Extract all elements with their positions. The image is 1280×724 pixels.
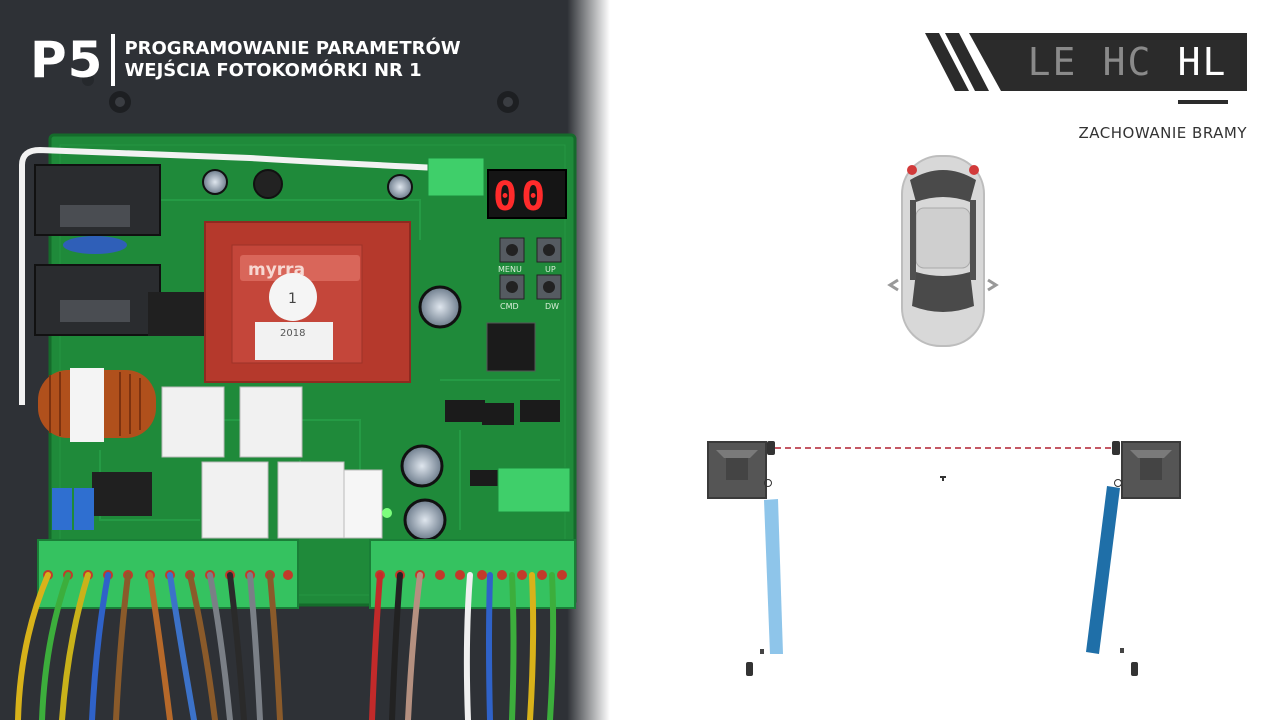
mode-logo [925, 33, 1247, 91]
segment-display [487, 169, 567, 219]
mode-options: LE HC HL [1015, 37, 1240, 87]
photocell-receiver [1112, 441, 1120, 455]
display-value: 00 [493, 174, 549, 220]
ground-stop-left [746, 662, 753, 676]
mode-option-le: LE [1027, 40, 1078, 84]
photocell-transmitter [767, 441, 775, 455]
control-board-illustration: myrra 1 2018 00 MENU UP CMD DW [0, 0, 610, 723]
step-number: P5 [30, 31, 104, 89]
gate-post-right [1121, 441, 1181, 499]
button-label-dw: DW [545, 302, 559, 311]
gate-leaf-right [1086, 486, 1120, 654]
gate-leaf-left [764, 499, 783, 654]
car [887, 155, 999, 347]
mode-option-hc: HC [1102, 40, 1153, 84]
button-label-menu: MENU [498, 265, 522, 274]
step-title: P5 PROGRAMOWANIE PARAMETRÓW WEJŚCIA FOTO… [30, 34, 461, 86]
sticker-year: 2018 [280, 328, 305, 339]
title-line-2: WEJŚCIA FOTOKOMÓRKI NR 1 [124, 60, 422, 81]
title-line-1: PROGRAMOWANIE PARAMETRÓW [124, 38, 461, 59]
mode-option-hl: HL [1177, 40, 1228, 84]
step-description: PROGRAMOWANIE PARAMETRÓW WEJŚCIA FOTOKOM… [124, 38, 460, 82]
ground-stop-right [1131, 662, 1138, 676]
gate-behavior-label: ZACHOWANIE BRAMY [1078, 124, 1247, 142]
sticker-round [269, 273, 317, 321]
button-label-cmd: CMD [500, 302, 519, 311]
sticker-number: 1 [288, 291, 297, 307]
board-buttons: MENU UP CMD DW [498, 237, 562, 311]
button-label-up: UP [545, 265, 556, 274]
gate-scene [707, 155, 1181, 676]
controller-photo: myrra 1 2018 00 MENU UP CMD DW [0, 0, 610, 723]
title-divider [111, 34, 116, 86]
gate-post-left [707, 441, 767, 499]
active-mode-indicator [1178, 100, 1228, 104]
